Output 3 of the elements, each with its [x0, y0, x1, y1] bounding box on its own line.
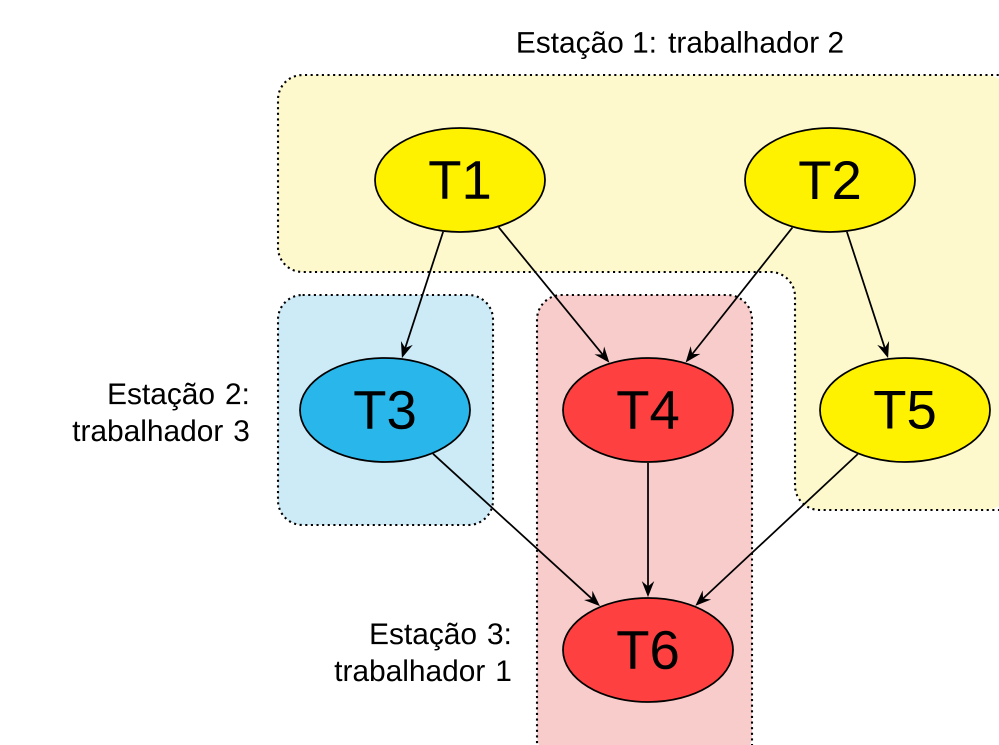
node-label: Estação 3: trabalhador 1	[334, 622, 510, 682]
node-label: Estação 1: trabalhador 2	[518, 31, 843, 59]
node-label: Estação 2: trabalhador 3	[72, 382, 249, 442]
